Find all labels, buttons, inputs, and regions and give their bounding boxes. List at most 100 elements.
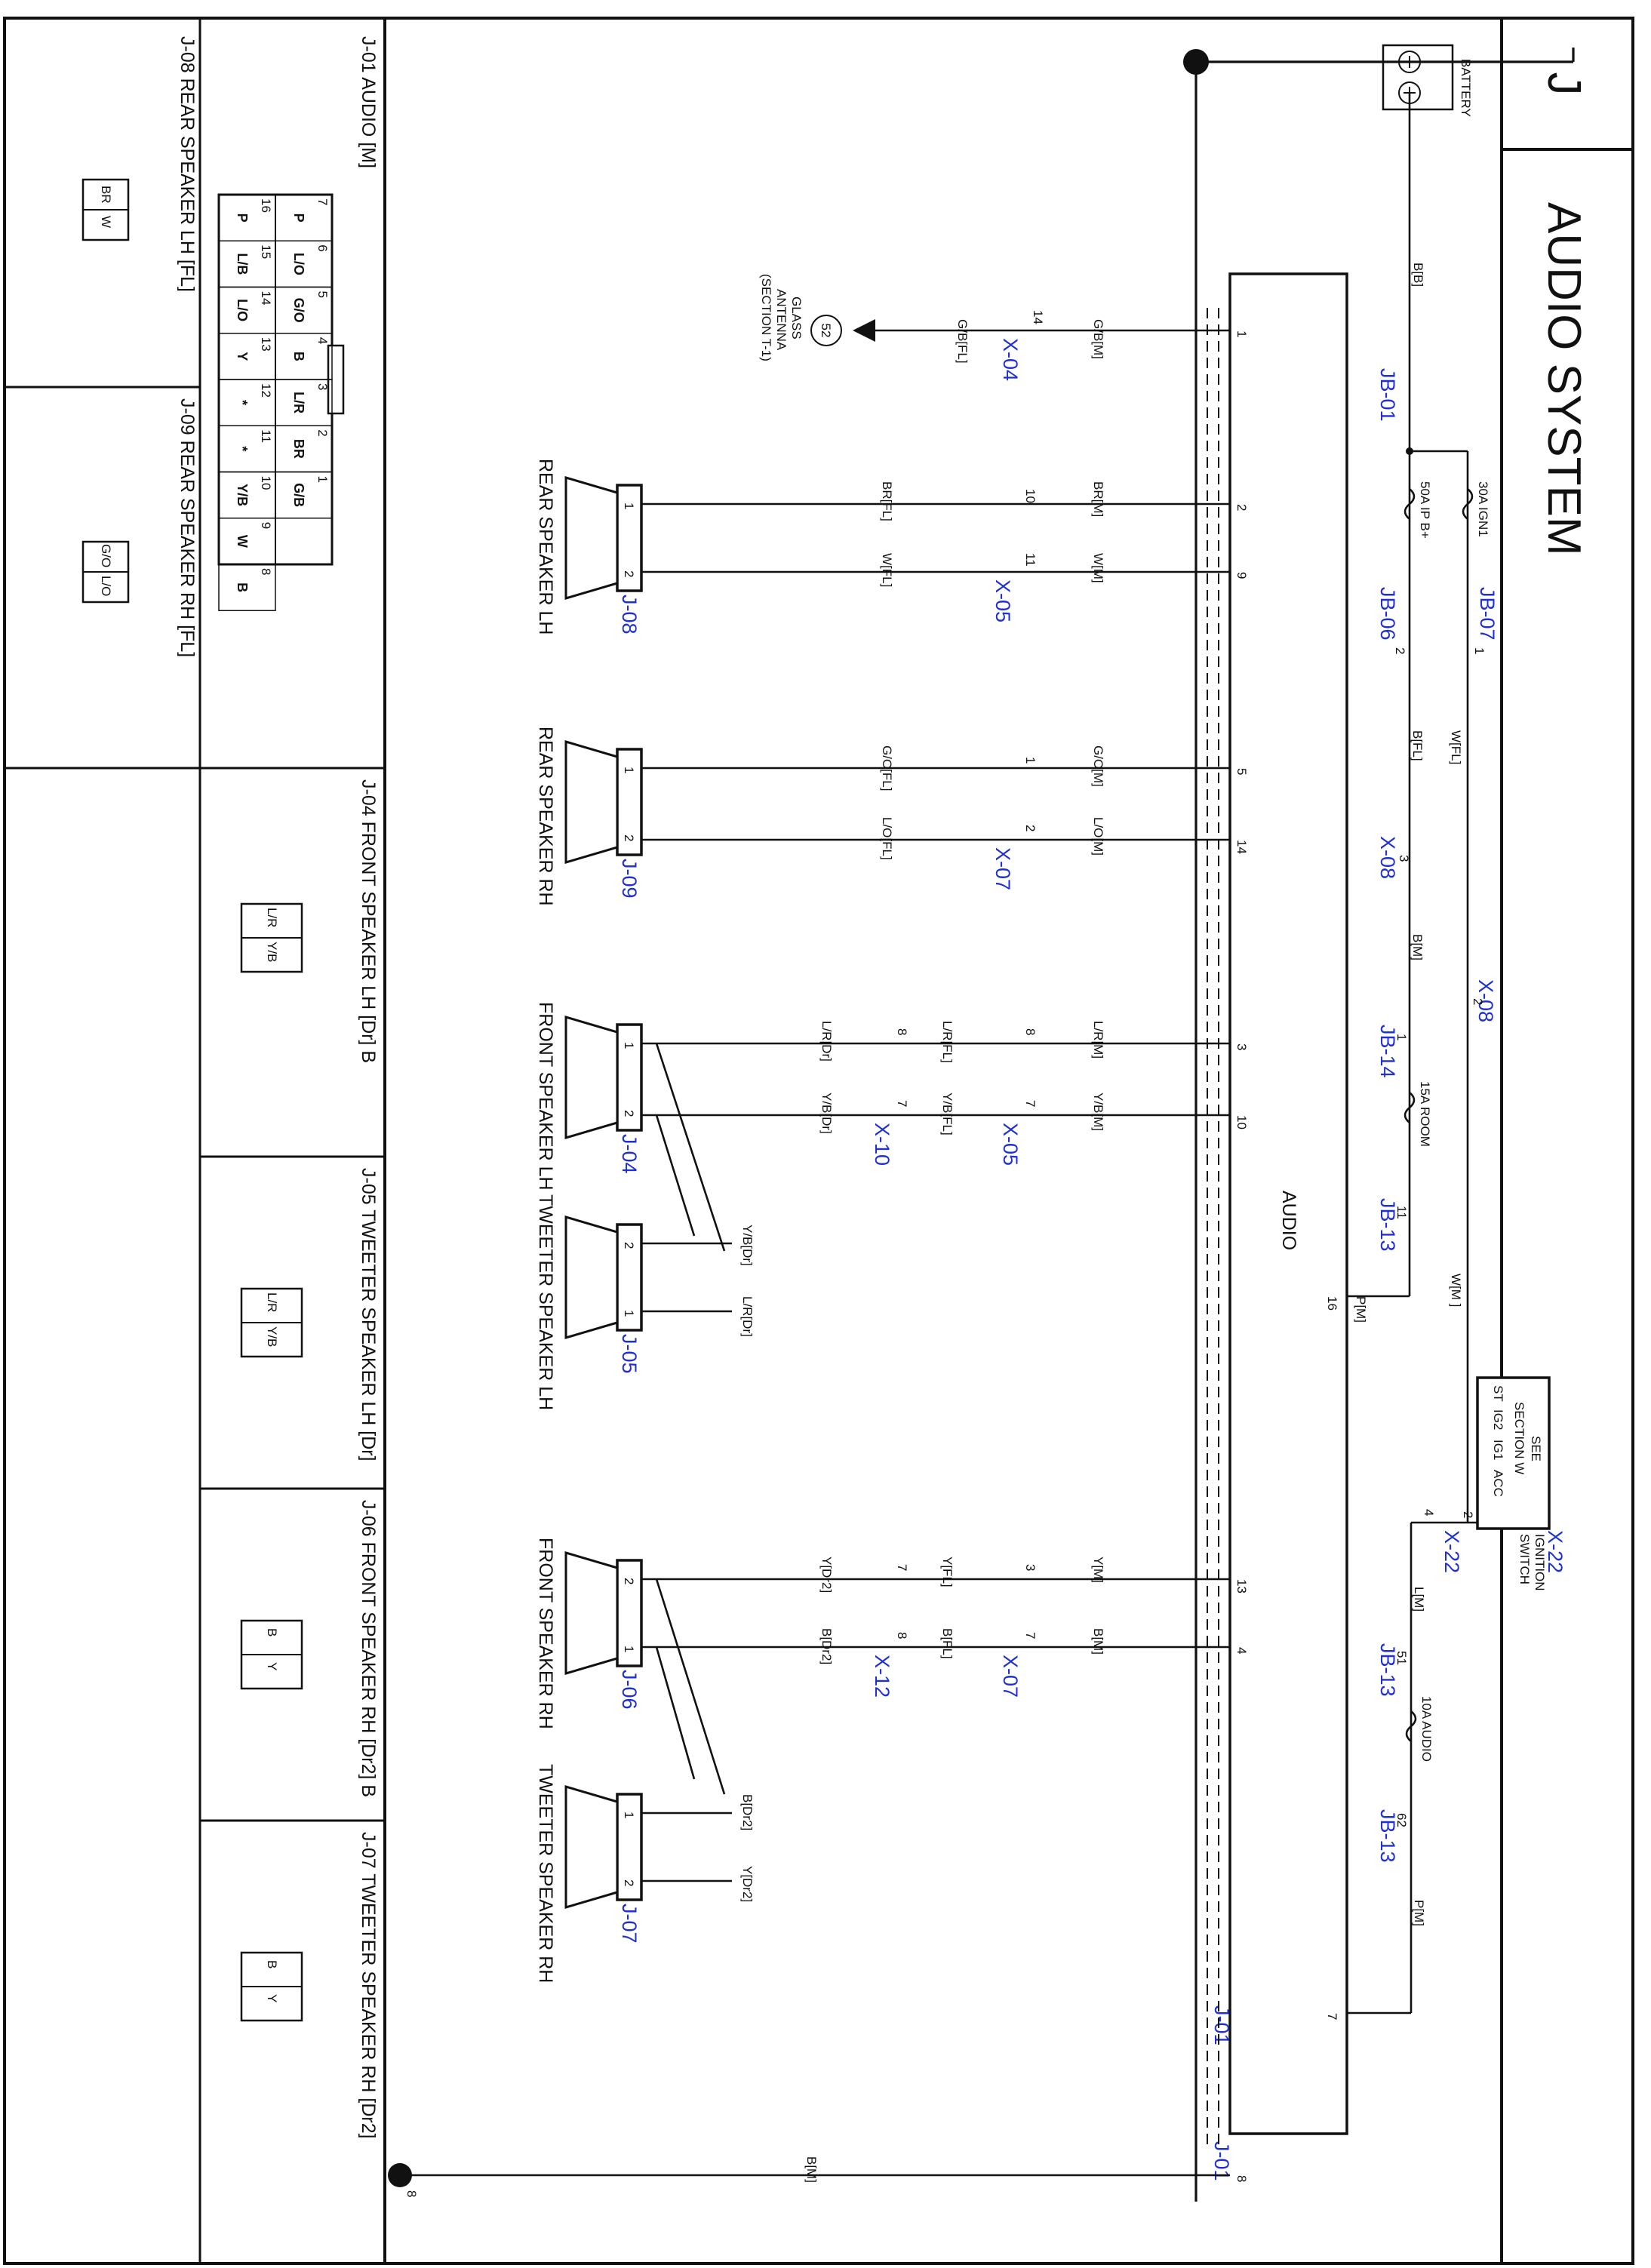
rear-lh-x: X-05: [992, 579, 1014, 622]
svg-text:B: B: [265, 1628, 279, 1636]
svg-text:62: 62: [1394, 1813, 1409, 1827]
front-rh-conn: J-06: [618, 1670, 641, 1710]
svg-text:2: 2: [1234, 504, 1249, 511]
j07-connector-face: B Y: [240, 1951, 303, 2022]
svg-text:7: 7: [1325, 2013, 1339, 2020]
front-lh-conn: J-04: [618, 1134, 641, 1174]
front-rh-tweeter-wires: [655, 1578, 726, 1795]
rear-rh-conn: J-09: [618, 859, 641, 899]
svg-text:1: 1: [622, 767, 636, 773]
svg-text:W: W: [99, 216, 113, 228]
svg-text:2: 2: [622, 1110, 636, 1117]
antenna-arrow: [853, 319, 875, 342]
svg-text:11: 11: [1394, 1206, 1409, 1219]
j01-pin-number: 9: [259, 522, 273, 529]
conn-jb13c: JB-13: [1376, 1809, 1399, 1863]
front-rh-speaker-icon: [564, 1550, 619, 1676]
rear-lh-speaker-icon: [564, 475, 619, 601]
svg-text:ST: ST: [1491, 1385, 1505, 1402]
svg-text:7: 7: [895, 1564, 909, 1571]
svg-text:2: 2: [622, 570, 636, 577]
svg-text:Y[FL]: Y[FL]: [940, 1557, 955, 1587]
diagram-canvas: J AUDIO SYSTEM BATTERY G B[B] JB-01 30A …: [3, 17, 1634, 2265]
j01-pin-color: L/O: [235, 299, 250, 321]
j01-pin-color: G/B: [291, 483, 306, 507]
svg-text:G/O: G/O: [99, 544, 113, 567]
svg-text:IG2: IG2: [1491, 1409, 1505, 1430]
svg-text:2: 2: [1023, 825, 1038, 831]
conn-x22a: X-22: [1544, 1530, 1566, 1573]
j08-connector-face: BR W: [81, 178, 130, 241]
rear-lh-label: REAR SPEAKER LH: [535, 459, 556, 635]
tweet-lh-conn: J-05: [618, 1334, 641, 1374]
j01-pin-color: L/O: [291, 253, 306, 275]
j06-title: J-06 FRONT SPEAKER RH [Dr2] B: [358, 1500, 379, 1797]
j01-pin-number: 10: [259, 476, 273, 490]
svg-text:Y/B[Dr]: Y/B[Dr]: [740, 1225, 755, 1266]
antenna-wire-m: G/B[M]: [1091, 319, 1105, 359]
j01-pin-color: B: [291, 352, 306, 361]
svg-text:L/O[M]: L/O[M]: [1091, 817, 1105, 856]
j01-pin-number: 5: [315, 291, 330, 298]
j01-pin-number: 7: [315, 198, 330, 205]
j01-pin-color: P: [291, 214, 306, 223]
svg-text:8: 8: [895, 1028, 909, 1035]
svg-text:2: 2: [1393, 647, 1407, 654]
conn-x22b: X-22: [1440, 1530, 1463, 1573]
ground-point-1: [388, 2163, 412, 2187]
svg-text:SECTION W: SECTION W: [1512, 1402, 1526, 1474]
svg-text:B[M]: B[M]: [804, 2156, 819, 2183]
j01-pin-number: 6: [315, 244, 330, 251]
j01-pin-number: 13: [259, 337, 273, 352]
conn-x08b: X-08: [1474, 979, 1497, 1022]
svg-text:SEE: SEE: [1529, 1436, 1543, 1461]
rotated-diagram: J AUDIO SYSTEM BATTERY G B[B] JB-01 30A …: [0, 14, 1637, 2268]
svg-text:L/R: L/R: [265, 908, 279, 927]
conn-x08a: X-08: [1376, 836, 1399, 879]
conn-jb14: JB-14: [1376, 1025, 1399, 1078]
svg-text:8: 8: [1234, 2175, 1249, 2182]
j07-title: J-07 TWEETER SPEAKER RH [Dr2]: [358, 1832, 379, 2139]
svg-text:2: 2: [622, 1879, 636, 1886]
antenna-conn: X-04: [999, 338, 1022, 381]
svg-text:Y[Dr2]: Y[Dr2]: [740, 1866, 755, 1902]
svg-text:(SECTION T-1): (SECTION T-1): [759, 274, 773, 361]
svg-text:W[M]: W[M]: [1091, 553, 1105, 583]
conn-jb13b: JB-13: [1376, 1643, 1399, 1697]
audio-unit-label: AUDIO: [1278, 1191, 1299, 1250]
svg-text:G/O[FL]: G/O[FL]: [880, 745, 894, 791]
j01-pin-number: 8: [259, 568, 273, 575]
svg-text:5: 5: [1234, 768, 1249, 775]
wire-bb: B[B]: [1411, 263, 1425, 287]
svg-text:B[Dr2]: B[Dr2]: [740, 1794, 755, 1830]
j01-pin-number: 15: [259, 244, 273, 259]
tweet-rh-label: TWEETER SPEAKER RH: [535, 1764, 556, 1983]
svg-text:2: 2: [622, 834, 636, 841]
svg-text:1: 1: [622, 1310, 636, 1317]
audio-conn-j01: J-01: [1210, 2005, 1233, 2045]
svg-text:Y/B[M]: Y/B[M]: [1091, 1093, 1105, 1131]
front-lh-speaker-icon: [564, 1015, 619, 1140]
j01-pin-color: G/O: [291, 298, 306, 323]
j01-pin-number: 3: [315, 383, 330, 390]
fuse-ipb: 50A IP B+: [1418, 481, 1432, 539]
wire-wfl: W[FL]: [1449, 730, 1463, 764]
j01-title: J-01 AUDIO [M]: [358, 36, 379, 168]
front-lh-x2: X-10: [871, 1123, 893, 1166]
svg-text:1: 1: [622, 1812, 636, 1818]
j05-title: J-05 TWEETER SPEAKER LH [Dr]: [358, 1168, 379, 1461]
svg-text:Y/B: Y/B: [265, 942, 279, 962]
svg-text:GLASS: GLASS: [789, 297, 804, 340]
svg-text:1: 1: [1234, 330, 1249, 337]
j01-pin-number: 1: [315, 476, 330, 483]
svg-text:W[FL]: W[FL]: [880, 553, 894, 587]
j08-title: J-08 REAR SPEAKER LH [FL]: [177, 36, 198, 292]
j04-title: J-04 FRONT SPEAKER LH [Dr] B: [358, 779, 379, 1063]
svg-text:7: 7: [895, 1100, 909, 1107]
svg-text:Y: Y: [265, 1662, 279, 1670]
j01-pin-color: B: [235, 582, 250, 592]
svg-text:3: 3: [1234, 1043, 1249, 1050]
fuse-ign: 30A IGN1: [1476, 481, 1490, 537]
antenna-ref: [810, 315, 842, 346]
svg-text:1: 1: [622, 1042, 636, 1049]
